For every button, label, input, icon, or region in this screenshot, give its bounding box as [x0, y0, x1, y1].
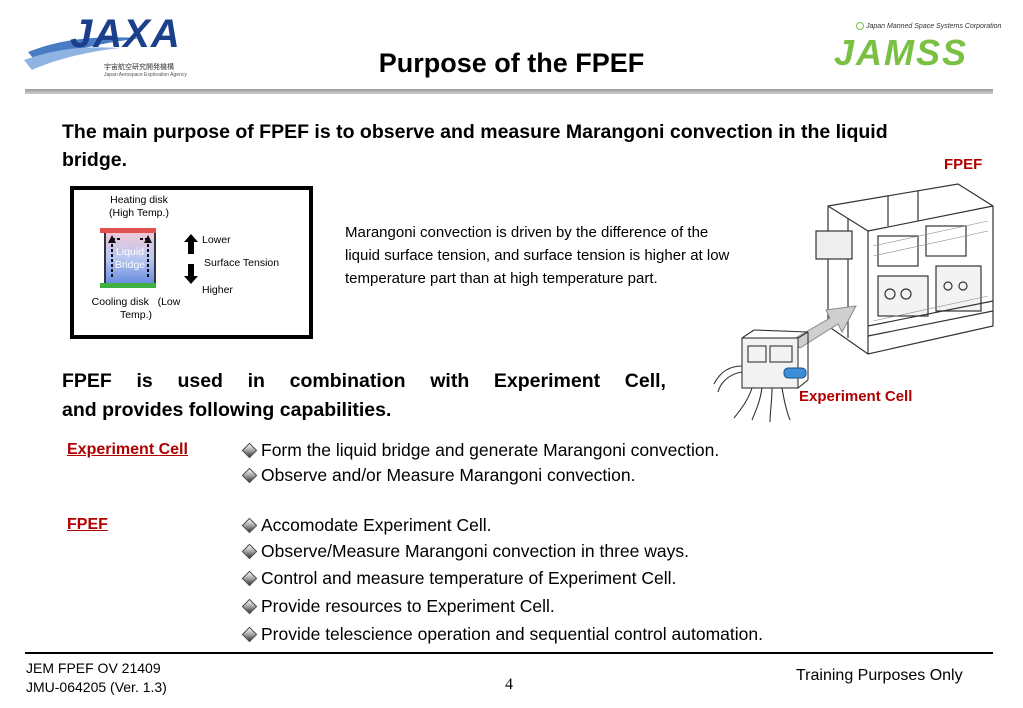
combination-word: with [430, 370, 470, 392]
arrow-down-icon [184, 264, 198, 284]
footer-doc-ref: JMU-064205 (Ver. 1.3) [26, 679, 167, 695]
capability-text: Control and measure temperature of Exper… [261, 568, 677, 588]
experiment-cell-capabilities-title: Experiment Cell [67, 441, 188, 458]
diamond-bullet-icon [241, 626, 258, 643]
diamond-bullet-icon [241, 467, 258, 484]
footer-doc-id: JEM FPEF OV 21409 [26, 660, 161, 676]
jamss-logo-text: JAMSS [834, 32, 969, 73]
footer-note: Training Purposes Only [796, 667, 963, 684]
cooling-disk [100, 283, 156, 288]
lower-label: Lower [202, 234, 231, 246]
circle-icon [856, 22, 864, 30]
page-number: 4 [505, 676, 513, 693]
fpef-figure-label: FPEF [944, 156, 983, 173]
diamond-bullet-icon [241, 598, 258, 615]
jaxa-logo-text: JAXA [70, 12, 181, 56]
capability-text: Provide resources to Experiment Cell. [261, 596, 555, 616]
combination-line-2: and provides following capabilities. [62, 399, 392, 421]
diamond-bullet-icon [241, 517, 258, 534]
jaxa-swoosh-icon [24, 37, 144, 70]
combination-word: FPEF [62, 370, 112, 392]
diamond-bullet-icon [241, 442, 258, 459]
jaxa-logo: JAXA 宇宙航空研究開発機構 Japan Aerospace Explorat… [24, 8, 187, 88]
capability-item: Form the liquid bridge and generate Mara… [241, 440, 720, 461]
capability-text: Observe and/or Measure Marangoni convect… [261, 465, 636, 485]
main-statement: The main purpose of FPEF is to observe a… [62, 121, 888, 171]
capability-item: Provide telescience operation and sequen… [241, 624, 763, 645]
capability-text: Observe/Measure Marangoni convection in … [261, 541, 689, 561]
combination-word: in [247, 370, 265, 392]
page-title: Purpose of the FPEF [378, 48, 645, 78]
surface-tension-label: Surface Tension [204, 257, 280, 269]
jamss-logo: Japan Manned Space Systems Corporation J… [832, 20, 1002, 76]
diamond-bullet-icon [241, 570, 258, 587]
combination-word: combination [289, 370, 406, 392]
capability-item: Observe/Measure Marangoni convection in … [241, 541, 689, 562]
cooling-disk-label: Cooling disk (Low [91, 296, 181, 308]
capability-text: Accomodate Experiment Cell. [261, 515, 492, 535]
convection-arrows-icon [108, 235, 152, 277]
diamond-bullet-icon [241, 543, 258, 560]
capability-item: Observe and/or Measure Marangoni convect… [241, 465, 636, 486]
jaxa-logo-caption: Japan Aerospace Exploration Agency [104, 72, 187, 78]
higher-label: Higher [202, 284, 233, 296]
experiment-cell-figure-label: Experiment Cell [799, 388, 913, 405]
jaxa-logo-subtext: 宇宙航空研究開発機構 [104, 64, 174, 71]
heating-disk-label: Heating disk [110, 194, 168, 206]
header-divider [25, 89, 993, 94]
heating-temp-label: (High Temp.) [109, 207, 169, 219]
combination-word: is [136, 370, 153, 392]
capability-item: Accomodate Experiment Cell. [241, 515, 492, 536]
liquid-bridge-diagram: Heating disk (High Temp.) Liquid Bridge … [70, 186, 313, 339]
footer-divider [25, 652, 993, 654]
fpef-rack-drawing [815, 183, 994, 355]
fpef-capabilities-title: FPEF [67, 516, 108, 533]
bridge-label: Bridge [114, 259, 146, 271]
arrow-up-icon [184, 234, 198, 254]
liquid-label: Liquid [115, 246, 145, 258]
combination-word: Cell, [624, 370, 666, 392]
combination-word: used [177, 370, 223, 392]
capability-item: Control and measure temperature of Exper… [241, 568, 677, 589]
experiment-cell-drawing [713, 329, 809, 423]
combination-word: Experiment [493, 370, 601, 392]
capability-item: Provide resources to Experiment Cell. [241, 596, 555, 617]
marangoni-description: Marangoni convection is driven by the di… [345, 224, 730, 287]
combination-line-1: FPEF is used in combination with Experim… [62, 367, 666, 396]
heating-disk [100, 228, 156, 233]
capability-text: Form the liquid bridge and generate Mara… [261, 440, 720, 460]
capability-text: Provide telescience operation and sequen… [261, 624, 763, 644]
jamss-logo-caption: Japan Manned Space Systems Corporation [866, 23, 1002, 30]
combination-statement: FPEF is used in combination with Experim… [62, 367, 666, 425]
cooling-temp-label: Temp.) [119, 309, 153, 321]
